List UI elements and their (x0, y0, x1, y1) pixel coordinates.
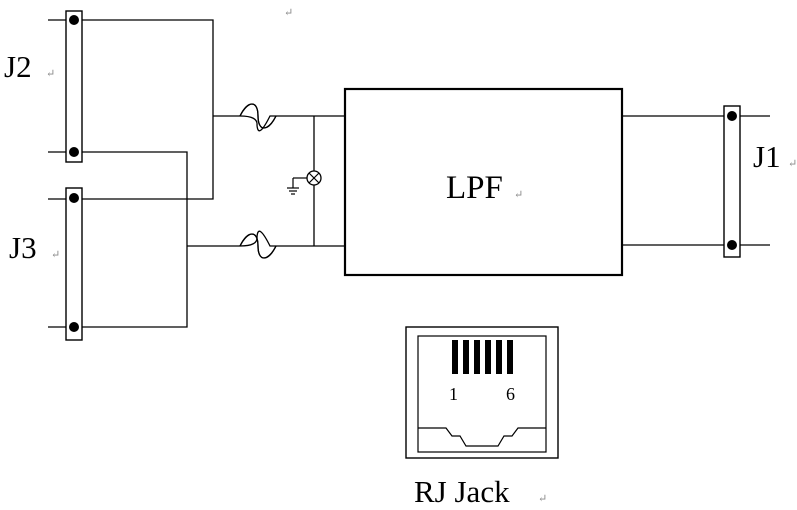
paragraph-mark: ↵ (46, 68, 55, 80)
rj-pin (452, 340, 458, 374)
j1-label: J1 (753, 139, 781, 174)
lpf-label: LPF (446, 170, 503, 206)
j3-label: J3 (9, 230, 37, 265)
wire-j2-pin1 (48, 19, 214, 200)
wire-top-signal (213, 115, 345, 132)
j2-label: J2 (4, 49, 32, 84)
rj-pin (474, 340, 480, 374)
rj-pin-6-label: 6 (506, 384, 515, 404)
rj-jack-icon (405, 326, 559, 459)
rj-jack-label: RJ Jack (414, 474, 510, 509)
rj-pin (463, 340, 469, 374)
rj-pin (507, 340, 513, 374)
paragraph-mark: ↵ (538, 493, 547, 505)
paragraph-mark: ↵ (51, 249, 60, 261)
paragraph-mark: ↵ (788, 158, 797, 170)
rj-pin-1-label: 1 (449, 384, 458, 404)
wire-bottom-signal (187, 230, 345, 247)
connector-j1 (723, 105, 741, 258)
rj-pin (485, 340, 491, 374)
ground-icon (287, 187, 299, 195)
connector-j3 (65, 187, 83, 341)
surge-protector-icon (292, 170, 322, 188)
wire-j2-pin2 (48, 151, 188, 328)
paragraph-mark: ↵ (514, 189, 523, 201)
connector-j2 (65, 10, 83, 163)
lpf-block (343, 87, 624, 277)
fuse-bottom (239, 233, 277, 259)
paragraph-mark: ↵ (284, 7, 293, 19)
fuse-top (239, 103, 277, 129)
rj-pin (496, 340, 502, 374)
